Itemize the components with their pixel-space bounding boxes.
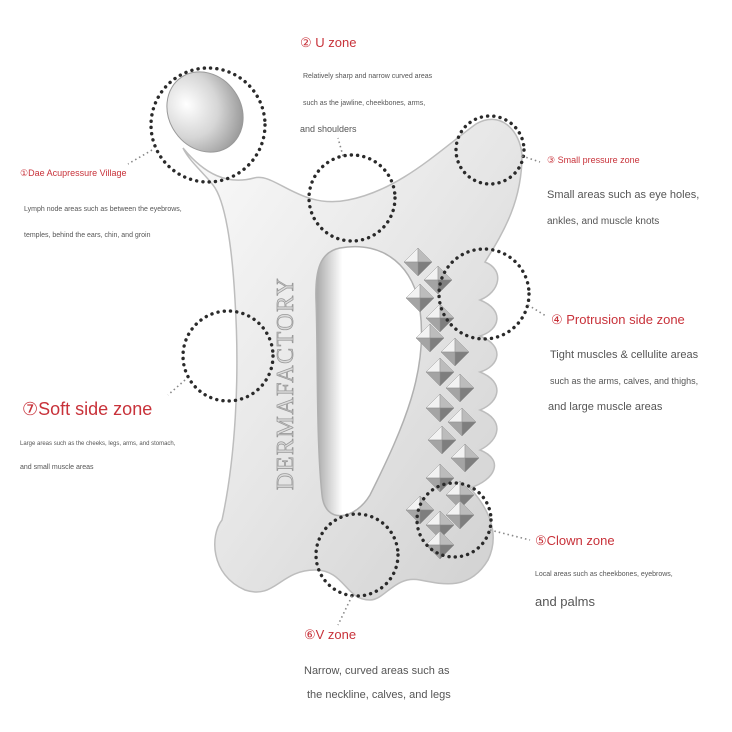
leader-v-zone <box>337 595 353 626</box>
zone-desc-soft-side-line2: and small muscle areas <box>20 464 94 471</box>
zone-desc-soft-side-line1: Large areas such as the cheeks, legs, ar… <box>20 441 176 447</box>
zone-title-small-pressure: ③ Small pressure zone <box>547 155 640 165</box>
acupressure-ball <box>166 71 244 153</box>
pyramid-stud <box>425 407 441 423</box>
pyramid-stud <box>405 509 421 525</box>
zone-desc-small-pressure-line1: Small areas such as eye holes, <box>547 189 700 201</box>
zone-desc-u-zone-line2: such as the jawline, cheekbones, arms, <box>303 100 426 107</box>
zone-title-v-zone: ⑥V zone <box>304 627 357 642</box>
brand-engraving: DERMAFACTORY <box>273 277 299 490</box>
pyramid-stud <box>403 261 419 277</box>
zone-desc-clown-line1: Local areas such as cheekbones, eyebrows… <box>535 571 673 578</box>
zone-desc-protrusion-side-line3: and large muscle areas <box>548 401 663 413</box>
leader-acupressure-village <box>127 149 153 165</box>
zone-circle-v-zone <box>314 512 400 598</box>
zone-circle-soft-side <box>181 309 275 403</box>
zone-desc-clown-line2: and palms <box>535 594 595 609</box>
pyramid-stud <box>445 514 461 530</box>
leader-clown <box>489 529 531 541</box>
zone-title-acupressure-village: ①Dae Acupressure Village <box>20 168 127 178</box>
zone-desc-protrusion-side-line2: such as the arms, calves, and thighs, <box>550 376 699 386</box>
zone-title-protrusion-side: ④ Protrusion side zone <box>551 312 685 327</box>
pyramid-stud <box>425 317 441 333</box>
zone-title-u-zone: ② U zone <box>300 35 357 50</box>
leader-protrusion-side <box>527 304 547 317</box>
zone-desc-small-pressure-line2: ankles, and muscle knots <box>547 216 660 227</box>
zone-desc-v-zone-line2: the neckline, calves, and legs <box>307 689 451 701</box>
pyramid-stud <box>447 421 463 437</box>
zone-title-soft-side: ⑦Soft side zone <box>22 399 153 419</box>
leader-u-zone <box>337 137 344 157</box>
pyramid-stud <box>425 477 441 493</box>
zone-circle-small-pressure <box>454 114 526 186</box>
pyramid-stud <box>425 371 441 387</box>
leader-small-pressure <box>521 155 541 163</box>
zone-desc-protrusion-side-line1: Tight muscles & cellulite areas <box>550 349 699 361</box>
zone-desc-acupressure-village-line1: Lymph node areas such as between the eye… <box>24 206 182 213</box>
pyramid-stud <box>415 337 431 353</box>
zone-title-clown: ⑤Clown zone <box>535 533 615 548</box>
pyramid-stud <box>425 544 441 560</box>
pyramid-stud <box>450 457 466 473</box>
zone-circle-acupressure-village <box>149 66 267 184</box>
zone-desc-acupressure-village-line2: temples, behind the ears, chin, and groi… <box>24 232 151 239</box>
zone-desc-u-zone-line1: Relatively sharp and narrow curved areas <box>303 73 433 80</box>
pyramid-stud <box>423 279 439 295</box>
pyramid-stud <box>427 439 443 455</box>
pyramid-stud <box>405 297 421 313</box>
zone-desc-u-zone-line3: and shoulders <box>300 124 357 134</box>
zone-circle-protrusion-side <box>437 247 531 341</box>
pyramid-stud <box>440 351 456 367</box>
zone-circle-clown <box>415 481 493 559</box>
pyramid-stud <box>445 387 461 403</box>
zone-desc-v-zone-line1: Narrow, curved areas such as <box>304 665 450 677</box>
leader-soft-side <box>167 379 186 396</box>
zone-circle-u-zone <box>307 153 397 243</box>
